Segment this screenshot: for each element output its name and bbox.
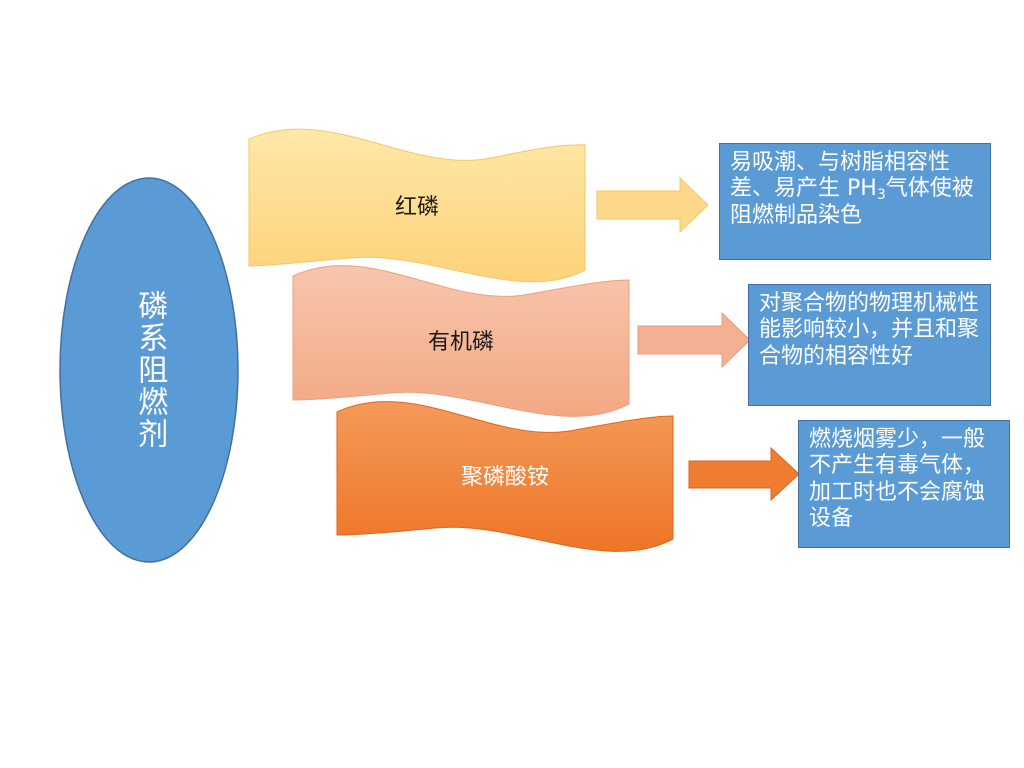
wave-shape-red-phosphorus: [248, 128, 586, 283]
item-label-ammonium-polyphosphate: 聚磷酸铵: [460, 465, 549, 490]
wave-shape-ammonium-polyphosphate: [336, 401, 674, 552]
description-text: 易吸潮、与树脂相容性差、易产生 PH3气体使被阻燃制品染色: [730, 150, 974, 228]
description-text: 对聚合物的物理机械性能影响较小，并且和聚合物的相容性好: [759, 291, 980, 369]
description-box-organic-phosphorus: 对聚合物的物理机械性能影响较小，并且和聚合物的相容性好: [748, 284, 991, 406]
description-text: 燃烧烟雾少，一般不产生有毒气体，加工时也不会腐蚀设备: [809, 427, 986, 532]
category-ellipse: [59, 177, 239, 563]
description-box-red-phosphorus: 易吸潮、与树脂相容性差、易产生 PH3气体使被阻燃制品染色: [719, 143, 991, 260]
item-label-red-phosphorus: 红磷: [394, 195, 439, 220]
wave-shape-organic-phosphorus: [292, 265, 630, 417]
arrow-right-icon: [688, 446, 800, 502]
item-label-organic-phosphorus: 有机磷: [427, 330, 494, 355]
arrow-right-icon: [596, 176, 709, 234]
description-box-ammonium-polyphosphate: 燃烧烟雾少，一般不产生有毒气体，加工时也不会腐蚀设备: [798, 420, 1010, 548]
arrow-right-icon: [637, 311, 751, 369]
category-title: 磷系阻燃剂: [132, 290, 168, 450]
